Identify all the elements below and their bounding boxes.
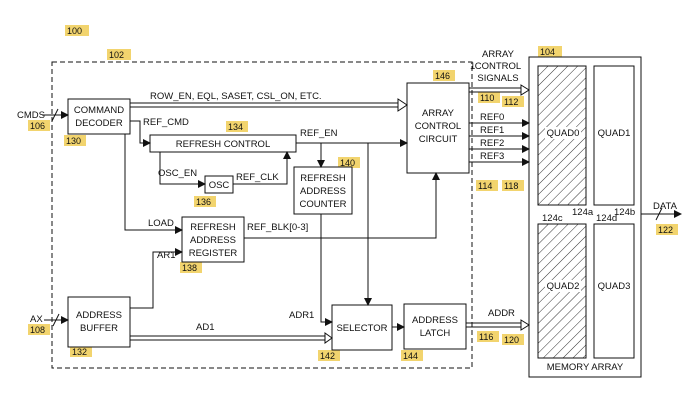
refresh-address-register-label-3: REGISTER [189, 248, 238, 259]
addr-label: ADDR [488, 308, 515, 319]
svg-text:132: 132 [72, 347, 87, 357]
svg-text:142: 142 [320, 351, 335, 361]
ref-en-label: REF_EN [300, 128, 338, 139]
label-124b: 124b [614, 207, 635, 218]
address-buffer-block [68, 297, 130, 347]
refresh-address-register-label-2: ADDRESS [190, 235, 236, 246]
selector-label: SELECTOR [336, 323, 387, 334]
array-control-circuit-label-2: CONTROL [415, 121, 461, 132]
quad3-label: QUAD3 [598, 281, 631, 292]
row-bus-label: ROW_EN, EQL, SASET, CSL_ON, ETC. [150, 91, 322, 102]
command-decoder-label-1: COMMAND [74, 105, 124, 116]
ref-label-136: 136 [194, 196, 216, 207]
load-label: LOAD [148, 218, 174, 229]
bus-mark: 1 [470, 61, 475, 72]
label-124c: 124c [542, 213, 563, 224]
svg-text:118: 118 [504, 181, 518, 191]
command-decoder-label-2: DECODER [75, 118, 123, 129]
data-label: DATA [653, 201, 678, 212]
array-control-circuit-label-3: CIRCUIT [419, 134, 458, 145]
ref3-label: REF3 [480, 151, 504, 162]
ref-label-130: 130 [64, 135, 86, 146]
ref-label-122: 122 [656, 224, 678, 235]
ref-blk-label: REF_BLK[0-3] [247, 222, 308, 233]
ref-label-112: 112 [502, 96, 524, 107]
ref-label-106: 106 [28, 120, 50, 131]
ref-cmd-label: REF_CMD [143, 117, 189, 128]
ad1-arrow [325, 333, 332, 343]
osc-en-label: OSC_EN [158, 168, 197, 179]
address-buffer-label-2: BUFFER [80, 323, 118, 334]
refresh-address-register-label-1: REFRESH [190, 222, 236, 233]
label-124d: 124d [596, 213, 617, 224]
ref-label-142: 142 [318, 350, 340, 361]
cmds-label: CMDS [17, 110, 45, 121]
ref-label-100: 100 [65, 25, 89, 36]
ref-label-138: 138 [180, 262, 202, 273]
ref-label-134: 134 [226, 121, 248, 132]
svg-text:106: 106 [30, 121, 45, 131]
acs-label-2: CONTROL [475, 61, 521, 72]
ref-label-140: 140 [338, 157, 360, 168]
address-latch-block [404, 304, 466, 349]
svg-text:102: 102 [109, 50, 124, 60]
osc-label: OSC [209, 180, 230, 191]
address-latch-label-2: LATCH [420, 328, 451, 339]
memory-array-label: MEMORY ARRAY [547, 362, 624, 373]
refresh-address-counter-label-3: COUNTER [300, 199, 347, 210]
array-control-circuit-label-1: ARRAY [422, 108, 455, 119]
svg-text:112: 112 [504, 97, 518, 107]
ref-label-102: 102 [107, 49, 131, 60]
svg-text:116: 116 [479, 332, 493, 342]
svg-text:100: 100 [67, 26, 82, 36]
addr-arrow [521, 320, 529, 330]
quad1-label: QUAD1 [598, 128, 631, 139]
ref-label-120: 120 [502, 334, 524, 345]
address-buffer-label-1: ADDRESS [76, 310, 122, 321]
ref-label-132: 132 [70, 346, 92, 357]
ref-label-144: 144 [401, 350, 423, 361]
ref-label-118: 118 [502, 180, 524, 191]
address-latch-label-1: ADDRESS [412, 315, 458, 326]
svg-text:146: 146 [435, 71, 450, 81]
adr1-label: ADR1 [289, 310, 314, 321]
ax-label: AX [30, 314, 43, 325]
ref0-label: REF0 [480, 112, 504, 123]
refresh-control-label: REFRESH CONTROL [176, 139, 270, 150]
acs-label-1: ARRAY [482, 49, 515, 60]
svg-text:110: 110 [480, 93, 494, 103]
ref-label-108: 108 [28, 324, 50, 335]
ref-label-146: 146 [433, 70, 455, 81]
acs-label-3: SIGNALS [477, 73, 518, 84]
label-124a: 124a [572, 207, 594, 218]
ref-label-116: 116 [477, 331, 499, 342]
ref-label-114: 114 [476, 180, 498, 191]
svg-text:138: 138 [182, 263, 197, 273]
ref2-label: REF2 [480, 138, 504, 149]
ref-label-110: 110 [478, 92, 500, 103]
refresh-address-counter-label-1: REFRESH [300, 173, 346, 184]
ref1-label: REF1 [480, 125, 504, 136]
ref-label-104: 104 [538, 46, 562, 57]
svg-text:134: 134 [228, 122, 243, 132]
adr1-wire [321, 214, 332, 322]
refresh-address-counter-label-2: ADDRESS [300, 186, 346, 197]
ref-clk-label: REF_CLK [236, 172, 279, 183]
svg-text:108: 108 [30, 325, 45, 335]
svg-text:136: 136 [196, 197, 211, 207]
svg-text:120: 120 [504, 335, 519, 345]
svg-text:114: 114 [478, 181, 492, 191]
quad2-label: QUAD2 [547, 281, 580, 292]
svg-text:144: 144 [403, 351, 418, 361]
quad0-label: QUAD0 [547, 128, 580, 139]
svg-text:130: 130 [66, 136, 81, 146]
row-bus-arrow [398, 99, 407, 111]
acs-arrow [521, 85, 529, 95]
svg-text:104: 104 [540, 47, 555, 57]
ad1-label: AD1 [196, 322, 214, 333]
svg-text:122: 122 [658, 225, 673, 235]
